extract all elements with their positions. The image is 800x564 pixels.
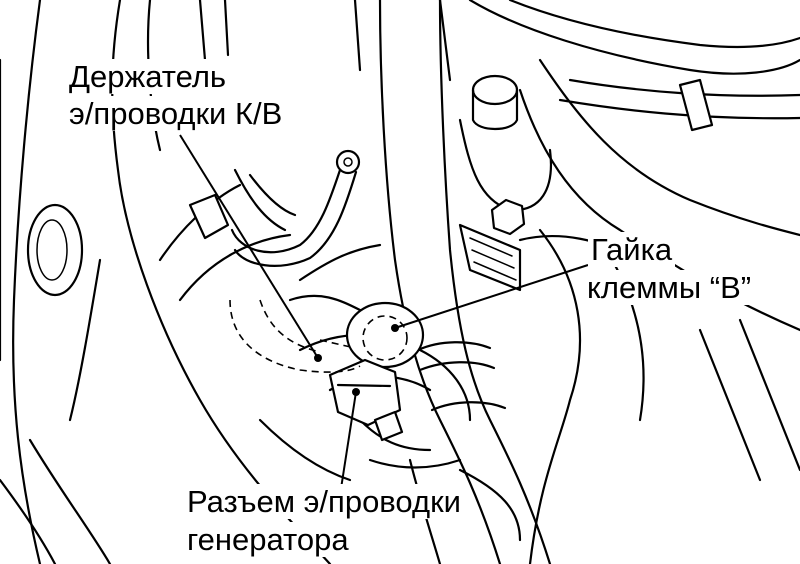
top-pipes bbox=[198, 0, 452, 82]
label-terminal-nut-line1: Гайка bbox=[588, 232, 676, 267]
label-harness-holder-line1: Держатель bbox=[66, 59, 230, 94]
main-hose bbox=[378, 0, 552, 564]
harness-rod bbox=[230, 149, 361, 267]
label-terminal-nut-line2: клеммы “В” bbox=[584, 270, 755, 305]
leader-lines bbox=[179, 134, 589, 496]
generator-connector bbox=[229, 299, 404, 442]
label-generator-connector-line2: генератора bbox=[184, 522, 352, 557]
reservoir-cap bbox=[458, 74, 553, 212]
terminal-b-nut bbox=[345, 301, 425, 369]
bolt bbox=[490, 198, 526, 236]
label-generator-connector-line1: Разъем э/проводки bbox=[184, 484, 464, 519]
panel-hole bbox=[26, 203, 84, 297]
label-harness-holder-line2: э/проводки К/В bbox=[66, 96, 286, 131]
